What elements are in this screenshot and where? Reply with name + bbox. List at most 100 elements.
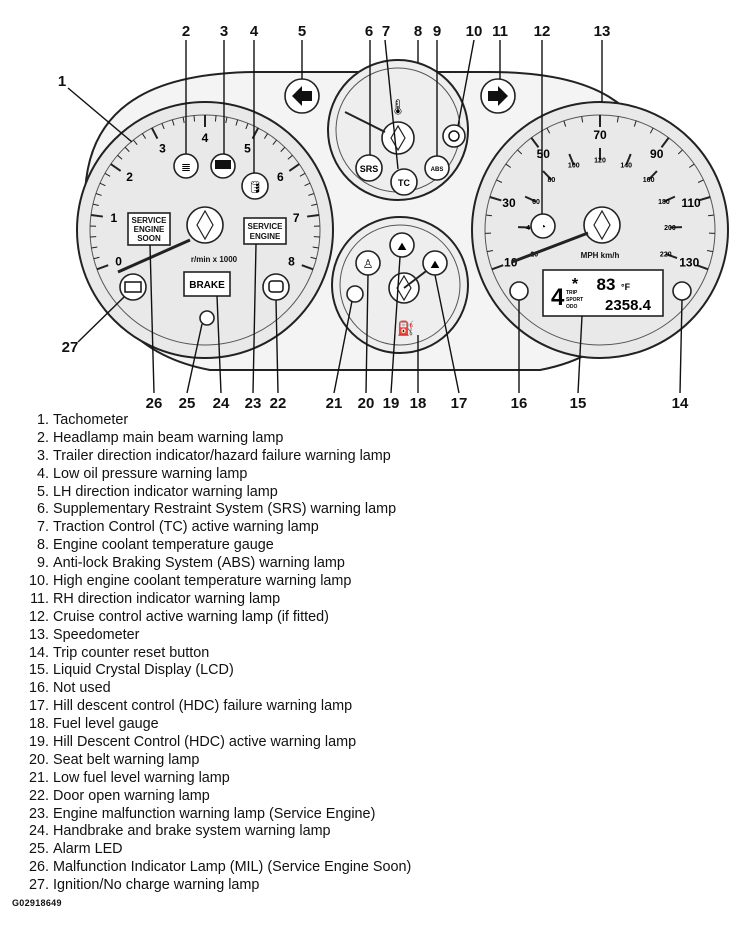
battery-icon	[124, 281, 142, 293]
headlamp-icon: ≣	[181, 160, 191, 174]
legend-item: 1.Tachometer	[18, 412, 718, 430]
kmh-tick	[542, 170, 553, 181]
legend-text: Seat belt warning lamp	[53, 751, 200, 768]
legend-number: 10.	[28, 573, 49, 590]
brake-warning-lamp: BRAKE	[183, 271, 231, 297]
callout-12: 12	[534, 23, 551, 40]
speedometer-unit: MPH km/h	[581, 251, 620, 260]
tachometer-tick	[308, 193, 315, 196]
trailer-icon	[215, 160, 231, 169]
tachometer-tick	[193, 115, 196, 122]
mph-tick	[485, 214, 492, 217]
callout-21: 21	[326, 395, 343, 412]
svg-text:BRAKE: BRAKE	[189, 280, 225, 291]
low-fuel-lamp	[346, 285, 364, 303]
legend-number: 13.	[28, 626, 49, 643]
svg-text:ENGINE: ENGINE	[134, 225, 165, 234]
tachometer-tick	[90, 213, 104, 218]
figure-code: G02918649	[12, 898, 62, 908]
tachometer-tick	[301, 264, 314, 271]
tachometer-tick	[99, 182, 106, 187]
legend-number: 11.	[30, 590, 49, 607]
trip-reset-button[interactable]	[672, 281, 692, 301]
legend-number: 1.	[36, 412, 49, 428]
legend-text: Hill descent control (HDC) failure warni…	[53, 698, 353, 715]
tachometer-tick	[312, 246, 319, 249]
svg-text:SOON: SOON	[137, 234, 161, 243]
srs-lamp: SRS	[355, 154, 383, 182]
legend-text: Engine malfunction warning lamp (Service…	[53, 805, 376, 822]
seat-belt-lamp: ♙	[355, 250, 381, 276]
mph-label: 10	[504, 255, 518, 269]
legend-number: 4.	[36, 465, 49, 482]
legend-text: Low fuel level warning lamp	[53, 769, 230, 786]
tachometer-tick	[288, 163, 300, 172]
callout-18: 18	[410, 395, 427, 412]
legend-text: Alarm LED	[53, 841, 123, 858]
callout-25: 25	[179, 395, 196, 412]
tachometer-tick	[306, 213, 320, 218]
callout-6: 6	[365, 23, 373, 40]
mph-tick	[505, 163, 511, 168]
legend-number: 7.	[36, 519, 49, 536]
tachometer-tick	[245, 123, 249, 130]
lcd-temperature: 83	[597, 275, 616, 294]
svg-text:SERVICE: SERVICE	[248, 222, 284, 231]
legend-text: Engine coolant temperature gauge	[53, 537, 274, 554]
legend-text: LH direction indicator warning lamp	[53, 483, 278, 500]
legend-text: Cruise control active warning lamp (if f…	[53, 608, 329, 625]
kmh-label: 40	[526, 225, 534, 232]
legend-item: 23.Engine malfunction warning lamp (Serv…	[18, 806, 718, 824]
callout-3: 3	[220, 23, 228, 40]
lcd-mode-odo: ODO	[566, 304, 578, 310]
legend-number: 2.	[36, 429, 49, 446]
mph-tick	[689, 163, 695, 168]
lcd-mode-trip: TRIP	[566, 290, 578, 296]
tachometer-tick	[133, 139, 138, 146]
tachometer-tick	[304, 182, 311, 187]
legend-text: Anti-lock Braking System (ABS) warning l…	[53, 555, 345, 572]
tachometer-tick	[263, 133, 269, 139]
legend-number: 12.	[28, 608, 49, 625]
tachometer-tick	[299, 172, 306, 177]
legend-number: 20.	[28, 751, 49, 768]
tachometer-tick	[95, 193, 102, 196]
legend-number: 6.	[36, 501, 49, 518]
legend-number: 18.	[28, 716, 49, 733]
lcd-display: 4 TRIP SPORT ODO * 83 °F 2358.4	[542, 269, 664, 317]
tachometer-tick	[235, 119, 239, 126]
legend-item: 15.Liquid Crystal Display (LCD)	[18, 662, 718, 680]
mph-tick	[489, 196, 502, 202]
hdc-fail-icon: ⛰	[430, 259, 439, 271]
lcd-temperature-unit: °F	[621, 282, 631, 292]
callout-27: 27	[62, 339, 79, 356]
hdc-active-lamp: ⛰	[389, 232, 415, 258]
legend-item: 21.Low fuel level warning lamp	[18, 770, 718, 788]
right-arrow-icon	[488, 86, 508, 106]
kmh-tick	[568, 153, 575, 166]
kmh-tick	[665, 253, 678, 259]
kmh-label: 180	[658, 199, 670, 206]
svg-text:SRS: SRS	[360, 164, 379, 174]
oil-can-icon: 🛢	[247, 180, 262, 194]
legend-number: 17.	[28, 698, 49, 715]
legend-text: Trailer direction indicator/hazard failu…	[53, 447, 391, 464]
legend-text: Speedometer	[53, 626, 140, 643]
tachometer-unit: r/min x 1000	[191, 255, 238, 264]
legend-number: 3.	[36, 447, 49, 464]
tachometer-tick	[287, 154, 293, 160]
alarm-led	[199, 310, 215, 326]
tachometer-label: 0	[115, 254, 122, 268]
legend-item: 24.Handbrake and brake system warning la…	[18, 823, 718, 841]
callout-9: 9	[433, 23, 441, 40]
legend-item: 8.Engine coolant temperature gauge	[18, 537, 718, 555]
callout-20: 20	[358, 395, 375, 412]
mph-tick	[517, 149, 523, 155]
legend-item: 11.RH direction indicator warning lamp	[18, 591, 718, 609]
unused-lamp	[509, 281, 529, 301]
tachometer-tick	[96, 264, 109, 271]
legend-number: 21.	[28, 769, 49, 786]
service-engine-soon-lamp: SERVICE ENGINE SOON	[127, 212, 171, 246]
mph-tick	[696, 264, 709, 271]
